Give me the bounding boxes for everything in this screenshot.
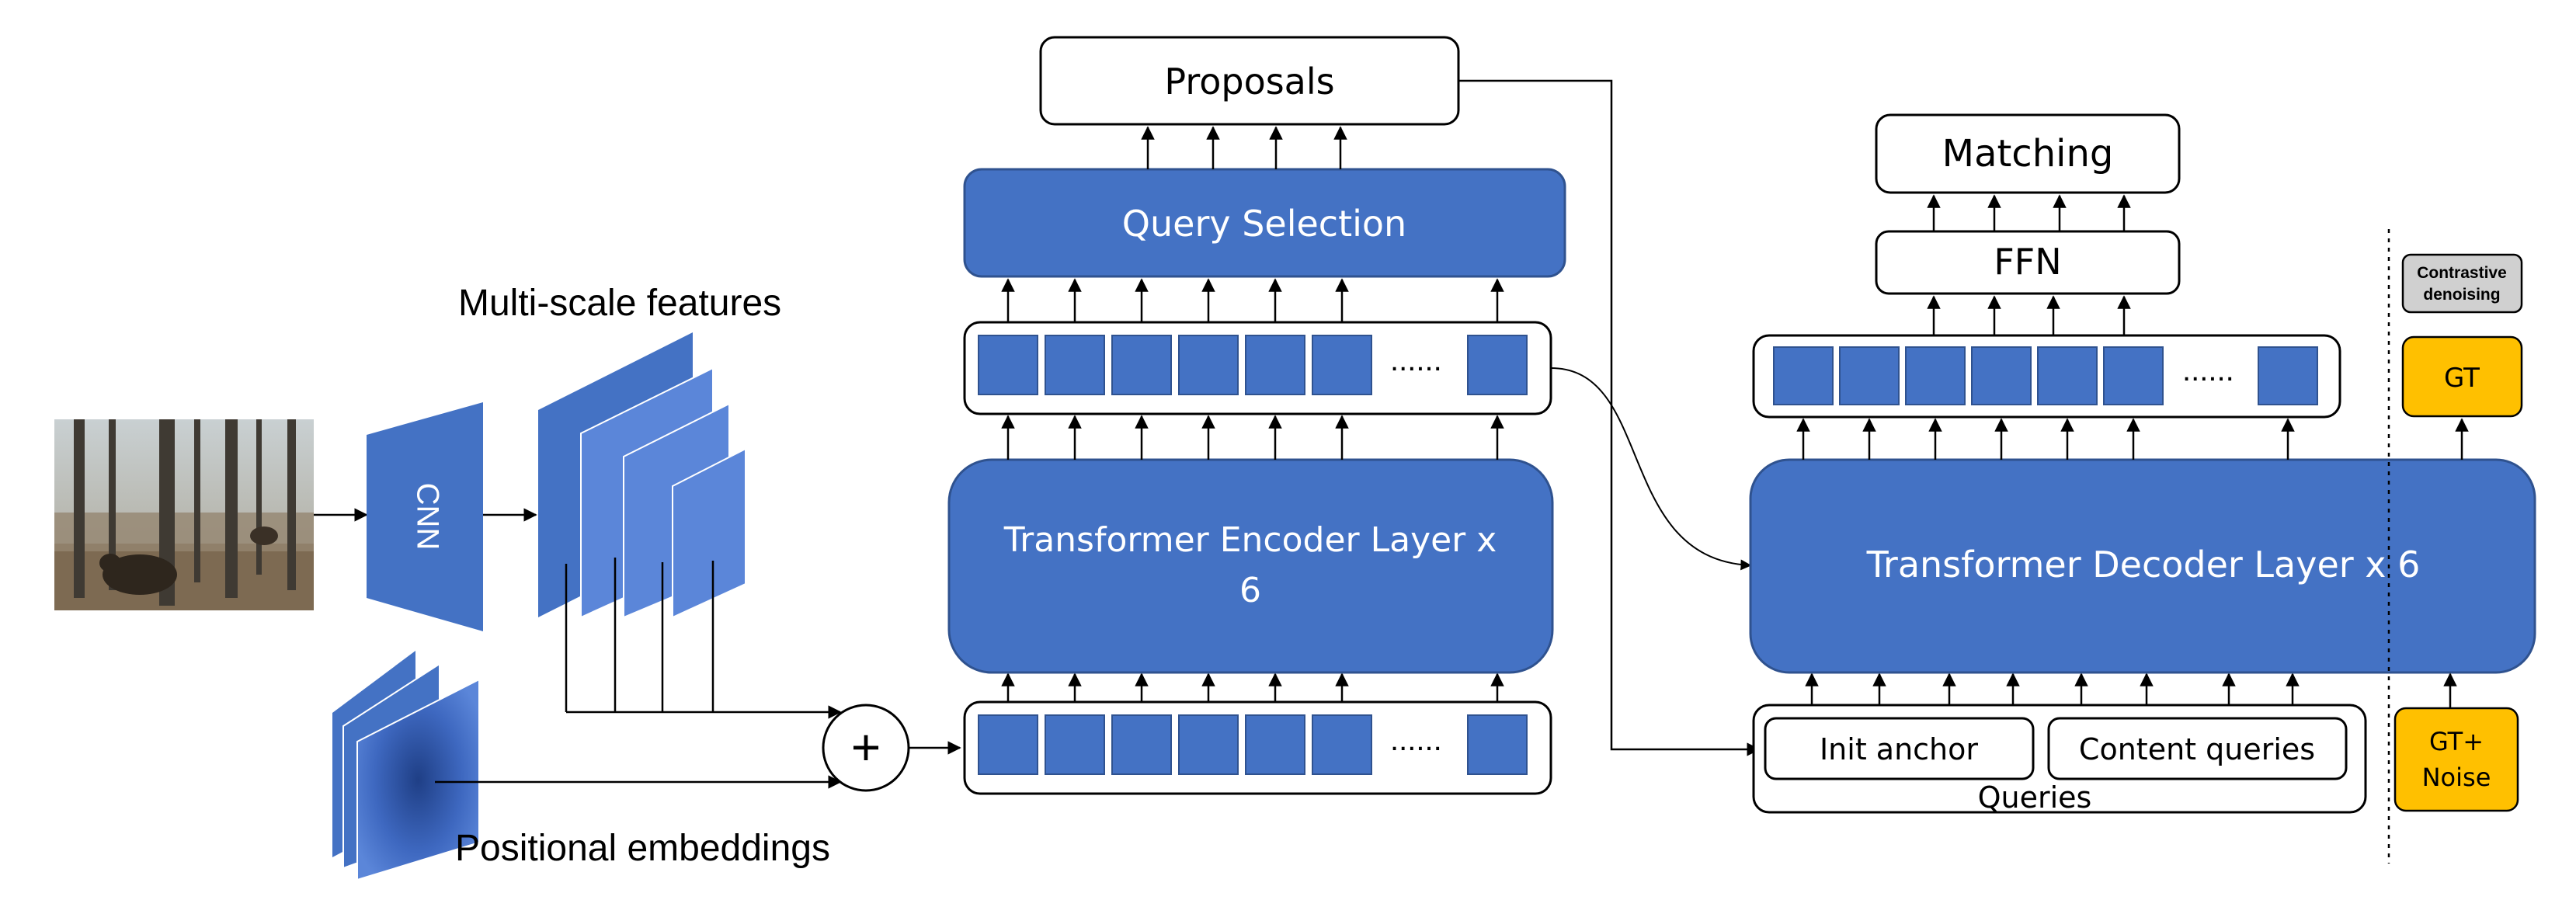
gt-box: GT [2401, 335, 2523, 418]
arrows-ffn-to-matching [1927, 194, 2131, 231]
arrow-proposals-to-init-anchor [1458, 79, 1761, 756]
token [1111, 335, 1172, 395]
queries-container: Init anchor Content queries Queries [1752, 704, 2367, 815]
contrastive-line2: denoising [2423, 286, 2500, 304]
token [1971, 346, 2032, 405]
token [1839, 346, 1900, 405]
token [2258, 346, 2318, 405]
transformer-encoder-block: Transformer Encoder Layer x 6 [947, 458, 1554, 674]
contrastive-line1: Contrastive [2417, 264, 2507, 282]
token [2037, 346, 2098, 405]
input-image [54, 419, 314, 610]
proposals-label: Proposals [1164, 61, 1334, 103]
token [1905, 346, 1966, 405]
token [2103, 346, 2164, 405]
query-selection-label: Query Selection [1122, 203, 1406, 245]
arrows-queries-to-decoder [1805, 672, 2300, 705]
token [1245, 714, 1305, 775]
token [978, 335, 1038, 395]
ffn-box: FFN [1875, 230, 2181, 295]
gt-noise-line1: GT+ [2429, 727, 2484, 756]
query-selection-block: Query Selection [963, 168, 1566, 278]
encoder-output-tokens: ...... [963, 321, 1552, 415]
token [1111, 714, 1172, 775]
feature-connector-lines [565, 558, 842, 719]
contrastive-denoising-label-box: Contrastive denoising [2401, 253, 2523, 314]
ellipsis: ...... [1390, 723, 1442, 757]
encoder-label-line1: Transformer Encoder Layer x [1003, 520, 1497, 560]
token [1045, 714, 1105, 775]
ffn-label: FFN [1994, 241, 2061, 283]
sum-node: + [822, 704, 910, 792]
plus-sign: + [851, 718, 881, 776]
decoder-label: Transformer Decoder Layer x 6 [1866, 544, 2421, 586]
init-anchor-label: Init anchor [1820, 732, 1978, 766]
ellipsis: ...... [1390, 343, 1442, 377]
gt-noise-box: GT+ Noise [2393, 707, 2519, 812]
content-queries-box [2047, 717, 2348, 780]
token [1045, 335, 1105, 395]
multiscale-feature-maps [538, 332, 746, 619]
arrows-to-proposals [1141, 126, 1347, 169]
matching-box: Matching [1875, 113, 2181, 194]
positional-embeddings [332, 651, 480, 881]
token [1312, 714, 1372, 775]
token [1178, 335, 1239, 395]
decoder-output-tokens: ...... [1752, 334, 2341, 419]
arrows-tokens-to-ffn [1927, 295, 2131, 335]
token [1312, 335, 1372, 395]
transformer-decoder-block: Transformer Decoder Layer x 6 [1749, 458, 2536, 674]
arrow-encoder-output-to-decoder [1550, 367, 1752, 571]
ellipsis: ...... [2182, 353, 2234, 387]
cnn-backbone: CNN [367, 402, 483, 631]
token [1178, 714, 1239, 775]
token [1245, 335, 1305, 395]
encoder-input-tokens: ...... [963, 700, 1552, 795]
token [1773, 346, 1834, 405]
queries-label: Queries [1978, 780, 2092, 815]
token [1467, 335, 1528, 395]
gt-label: GT [2444, 363, 2480, 394]
token [978, 714, 1038, 775]
arrows-decoder-to-tokens [1796, 418, 2295, 460]
multiscale-features-label: Multi-scale features [458, 283, 781, 324]
encoder-label-line2: 6 [1239, 571, 1261, 610]
arrows-tokens-to-encoder [1001, 672, 1504, 702]
init-anchor-box [1764, 717, 2035, 780]
gt-noise-line2: Noise [2422, 763, 2491, 792]
positional-embeddings-label: Positional embeddings [455, 828, 830, 869]
matching-label: Matching [1942, 132, 2114, 175]
cnn-label: CNN [410, 483, 444, 551]
arrows-encoder-to-tokens [1001, 415, 1504, 460]
proposals-box: Proposals [1039, 36, 1460, 126]
arrows-tokens-to-query-selection [1001, 278, 1504, 322]
content-queries-label: Content queries [2079, 732, 2315, 766]
token [1467, 714, 1528, 775]
